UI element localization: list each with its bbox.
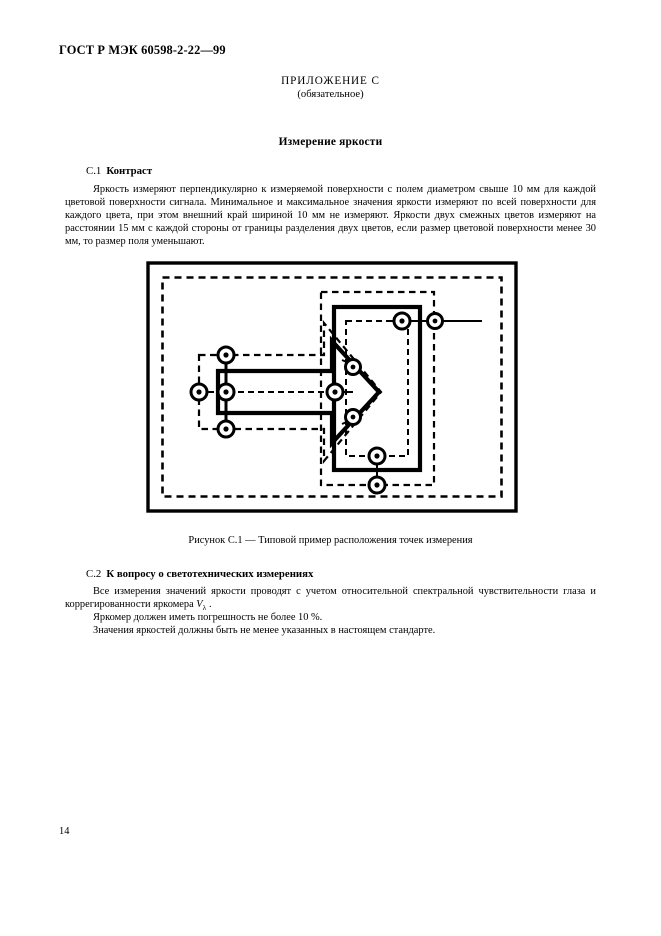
photopic-symbol-subscript: λ <box>202 603 207 613</box>
arrow-symbol-dashed-outline <box>197 319 383 465</box>
measurement-point <box>392 311 412 331</box>
annex-subtitle: (обязательное) <box>297 89 364 100</box>
page-number: 14 <box>59 826 70 837</box>
figure-c1 <box>146 261 518 513</box>
annex-heading-block: ПРИЛОЖЕНИЕ С (обязательное) <box>0 74 661 102</box>
clause-c2-paragraph-1-lead: Все измерения значений яркости проводят … <box>65 586 596 611</box>
measurement-point <box>367 475 387 495</box>
clause-title-c2: К вопросу о светотехнических измерениях <box>106 568 314 580</box>
measurement-point <box>216 345 236 365</box>
measurement-points-diagram <box>146 261 518 513</box>
measurement-point <box>325 382 345 402</box>
measurement-point <box>189 382 209 402</box>
rectangle-symbol-dashed-outline <box>319 290 436 487</box>
figure-caption: Рисунок С.1 — Типовой пример расположени… <box>188 535 473 546</box>
clause-c2-paragraph-2: Яркомер должен иметь погрешность не боле… <box>93 612 323 623</box>
photopic-luminosity-symbol: Vλ <box>196 599 207 613</box>
measurement-point <box>344 408 362 426</box>
diagram-outer-frame <box>146 261 518 513</box>
clause-number-c2: С.2 <box>86 568 102 580</box>
clause-c2-paragraph-3: Значения яркостей должны быть не менее у… <box>93 625 436 636</box>
standard-header: ГОСТ Р МЭК 60598-2-22—99 <box>59 43 226 57</box>
clause-c2-paragraph-1-tail: . <box>206 599 212 611</box>
measurement-point <box>367 446 387 466</box>
annex-title: ПРИЛОЖЕНИЕ С <box>281 75 380 87</box>
diagram-dashed-edge-frame <box>161 276 503 498</box>
clause-c2-paragraph-1: Все измерения значений яркости проводят … <box>65 585 596 614</box>
measurement-point <box>426 312 444 330</box>
clause-heading-c2: С.2 К вопросу о светотехнических измерени… <box>86 568 313 580</box>
clause-number-c1: С.1 <box>86 165 102 177</box>
measurement-point <box>216 382 236 402</box>
measurement-points-group <box>189 311 444 495</box>
measurement-point <box>216 419 236 439</box>
clause-c1-paragraph: Яркость измеряют перпендикулярно к измер… <box>65 184 596 248</box>
clause-title-c1: Контраст <box>106 165 153 177</box>
page-title: Измерение яркости <box>278 136 383 148</box>
measurement-point <box>344 358 362 376</box>
photopic-symbol-letter: V <box>196 599 203 611</box>
clause-heading-c1: С.1 Контраст <box>86 165 152 177</box>
rectangle-symbol-inner-dashed <box>345 320 409 457</box>
